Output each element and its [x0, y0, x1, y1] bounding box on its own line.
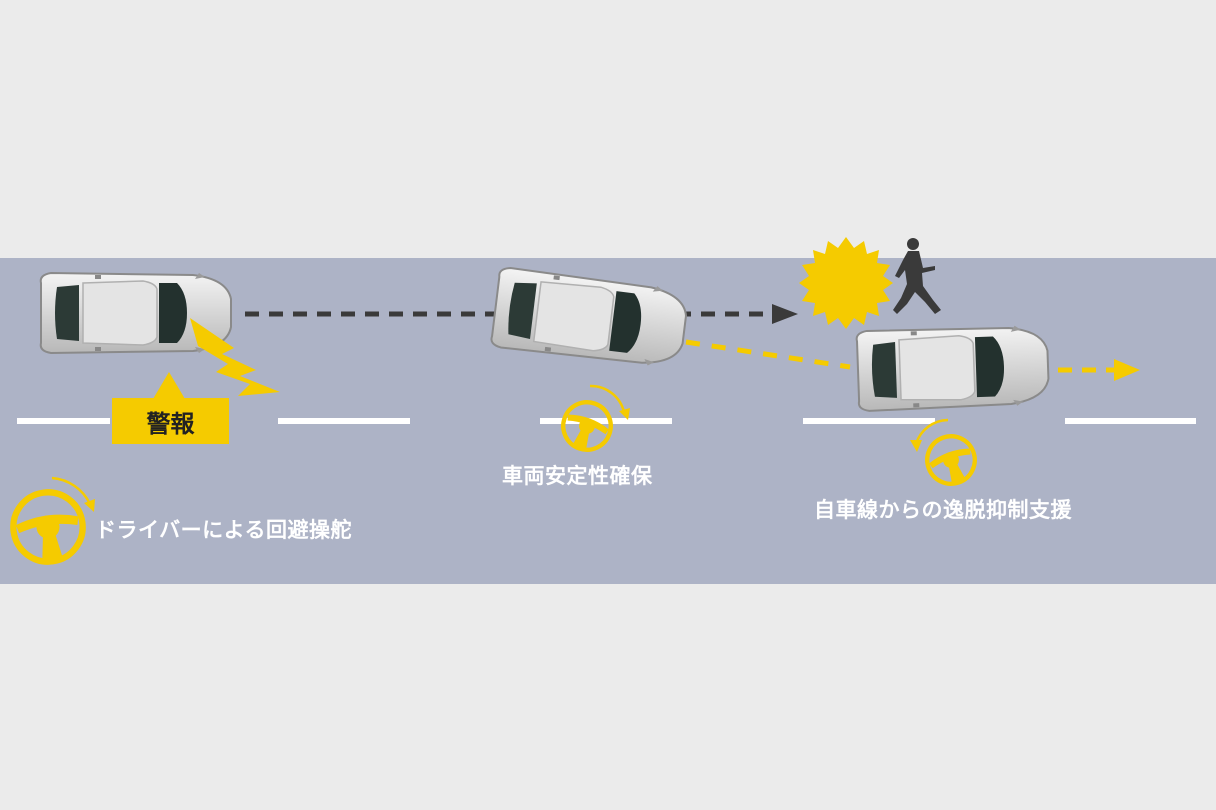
arrow-head-icon — [84, 499, 95, 512]
rotation-arrow — [51, 476, 92, 505]
lane-line — [540, 418, 672, 424]
arrow-head-icon — [1114, 359, 1140, 381]
lane-line — [803, 418, 935, 424]
lane-line — [278, 418, 410, 424]
rotation-arrow — [589, 384, 626, 413]
arrow-head-icon — [619, 408, 630, 420]
arrow-head-icon — [910, 440, 922, 452]
pedestrian-icon — [893, 238, 941, 314]
car-icon — [489, 265, 691, 371]
lightning-icon — [190, 318, 280, 396]
lane-keep-label: 自車線からの逸脱抑制支援 — [814, 498, 1072, 522]
warning-label: 警報 — [146, 409, 195, 438]
car-icon — [855, 323, 1051, 413]
steering-wheel-icon — [557, 396, 618, 457]
warning-pointer — [153, 372, 185, 399]
lane-line — [1065, 418, 1196, 424]
steering-wheel-icon — [921, 430, 982, 491]
starburst-icon — [799, 237, 893, 329]
stability-label: 車両安定性確保 — [502, 464, 653, 488]
lane-line — [17, 418, 110, 424]
warning-badge: 警報 — [112, 398, 229, 444]
driver-steer-label: ドライバーによる回避操舵 — [95, 518, 352, 542]
steering-wheel-icon — [9, 488, 87, 566]
arrow-head-icon — [772, 304, 798, 324]
avoidance-path-line — [685, 339, 851, 370]
